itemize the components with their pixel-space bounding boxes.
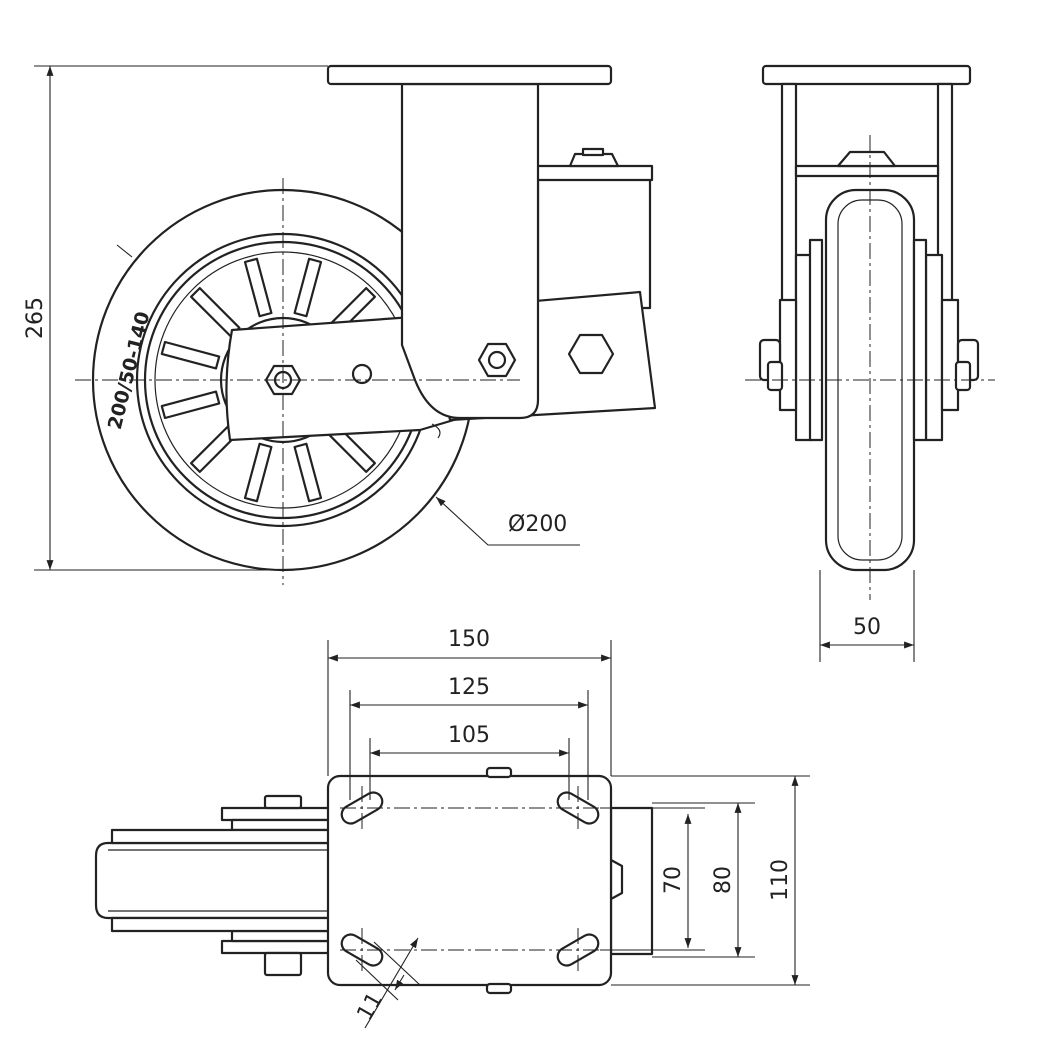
wheel-spoke <box>243 257 273 318</box>
dim-110-label: 110 <box>768 859 793 901</box>
dim-diameter-label: Ø200 <box>508 512 567 537</box>
dim-diameter-leader <box>435 496 580 546</box>
hub-washer-left <box>778 298 798 412</box>
dim-width-label: 50 <box>853 615 881 640</box>
hub-block-left <box>808 238 824 442</box>
mounting-plate <box>326 774 613 987</box>
front-view: 50 <box>745 64 995 662</box>
wheel-spoke <box>293 257 323 318</box>
fork-top-lower <box>220 939 332 955</box>
spring-nut-topview <box>609 858 624 901</box>
axle-bolt-right-2 <box>954 360 972 392</box>
wheel-spoke <box>293 442 323 503</box>
top-view: 150 125 105 70 80 110 11 <box>94 627 810 1029</box>
dim-150-label: 150 <box>448 627 490 652</box>
tire-spec-leader <box>116 244 133 258</box>
fork-top-lower-2 <box>230 929 332 943</box>
spring-housing-front <box>794 164 940 178</box>
mounting-slot <box>340 791 384 825</box>
spring-bolt-top <box>568 152 620 168</box>
dim-11-label: 11 <box>353 988 389 1025</box>
mounting-slots <box>340 786 600 972</box>
wheel-spoke <box>243 442 273 503</box>
pivot-nut <box>477 342 517 378</box>
wheel-top <box>94 841 332 920</box>
mounting-slot <box>556 791 600 825</box>
wheel-spoke <box>160 390 221 420</box>
mounting-slot <box>556 933 600 967</box>
axle-bolt-top-end <box>263 951 303 977</box>
dim-105-label: 105 <box>448 723 490 748</box>
dim-11-line-2 <box>394 974 405 991</box>
spring-housing <box>536 166 652 310</box>
mounting-slot <box>340 933 384 967</box>
dim-height-label: 265 <box>23 297 48 339</box>
dim-80-label: 80 <box>711 866 736 894</box>
tire-spec-label: 200/50-140 <box>104 309 155 431</box>
plate-tab-top <box>485 766 513 779</box>
axle-bolt-left-2 <box>766 360 784 392</box>
dim-70-label: 70 <box>661 866 686 894</box>
dim-11-ext-a <box>355 959 399 1001</box>
dim-11-line <box>364 937 419 1029</box>
wheel-spoke <box>160 340 221 370</box>
spring-bolt-front <box>836 150 897 168</box>
hub-washer-right <box>940 298 960 412</box>
side-view: 265 200/50-140 Ø200 <box>23 64 657 585</box>
fork-top-upper-3 <box>110 828 332 845</box>
top-plate-side <box>326 64 613 86</box>
dim-125-label: 125 <box>448 675 490 700</box>
clip-detail <box>431 423 441 439</box>
fork-top-upper-2 <box>230 818 332 832</box>
fork-top-upper <box>220 806 332 822</box>
top-plate-front <box>761 64 972 86</box>
plate-tab-bottom <box>485 982 513 995</box>
fork-top-lower-3 <box>110 916 332 933</box>
pivot-nut-hole <box>487 350 507 370</box>
dim-11-ext-b <box>373 941 421 986</box>
spring-bolt-cap <box>581 147 605 157</box>
kingpin-housing <box>400 82 540 420</box>
axle-bolt-top-head <box>263 794 303 810</box>
spring-housing-top <box>533 164 654 182</box>
hub-plate-right <box>924 253 944 442</box>
axle-hole <box>351 363 373 385</box>
swing-arm-hex <box>567 333 615 375</box>
hub-block-right <box>912 238 928 442</box>
